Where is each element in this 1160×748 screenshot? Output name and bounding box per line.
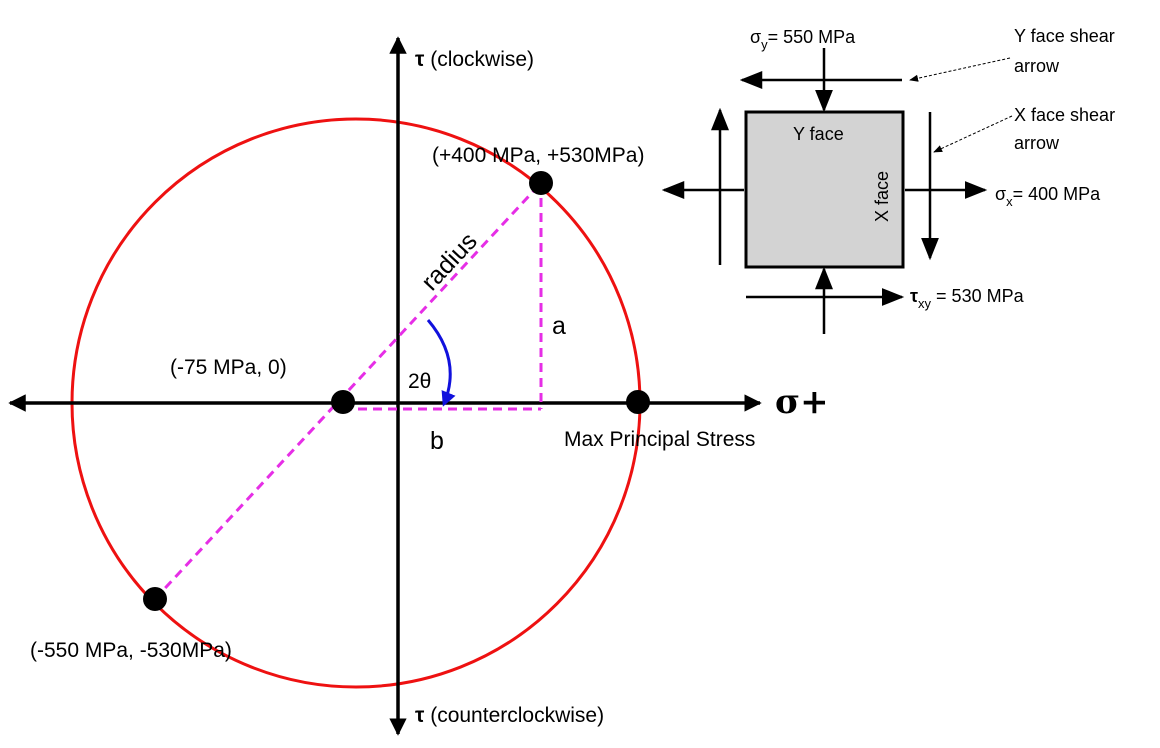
- leg-b-label: b: [430, 427, 444, 455]
- y-shear-callout-leader: [909, 57, 1011, 82]
- tau-counterclockwise-label: τ (counterclockwise): [415, 704, 604, 727]
- y-shear-callout-line2: arrow: [1014, 56, 1060, 76]
- point-lower: [143, 587, 167, 611]
- y-shear-callout-line1: Y face shear: [1014, 26, 1115, 46]
- upper-point-label: (+400 MPa, +530MPa): [432, 144, 644, 167]
- center-point-label: (-75 MPa, 0): [170, 356, 287, 379]
- y-face-label: Y face: [793, 124, 844, 144]
- sigma-x-label: σx= 400 MPa: [995, 184, 1101, 209]
- sigma-y-label: σy= 550 MPa: [750, 27, 856, 52]
- two-theta-label: 2θ: [408, 370, 431, 393]
- lower-point-label: (-550 MPa, -530MPa): [30, 639, 232, 662]
- point-upper: [529, 171, 553, 195]
- angle-arc-arrow: [426, 319, 456, 407]
- radius-label: radius: [416, 227, 483, 296]
- max-principal-label: Max Principal Stress: [564, 428, 755, 451]
- point-center: [331, 390, 355, 414]
- x-shear-callout-line1: X face shear: [1014, 105, 1115, 125]
- x-face-label: X face: [872, 171, 892, 222]
- sigma-axis-label: σ+: [775, 382, 829, 422]
- leg-a-label: a: [552, 312, 566, 340]
- tau-clockwise-label: τ (clockwise): [415, 48, 534, 71]
- x-shear-callout-line2: arrow: [1014, 133, 1060, 153]
- point-max-principal: [626, 390, 650, 414]
- diameter-line: [153, 181, 543, 601]
- x-shear-callout-leader: [933, 115, 1013, 153]
- tau-xy-label: τxy = 530 MPa: [910, 286, 1025, 311]
